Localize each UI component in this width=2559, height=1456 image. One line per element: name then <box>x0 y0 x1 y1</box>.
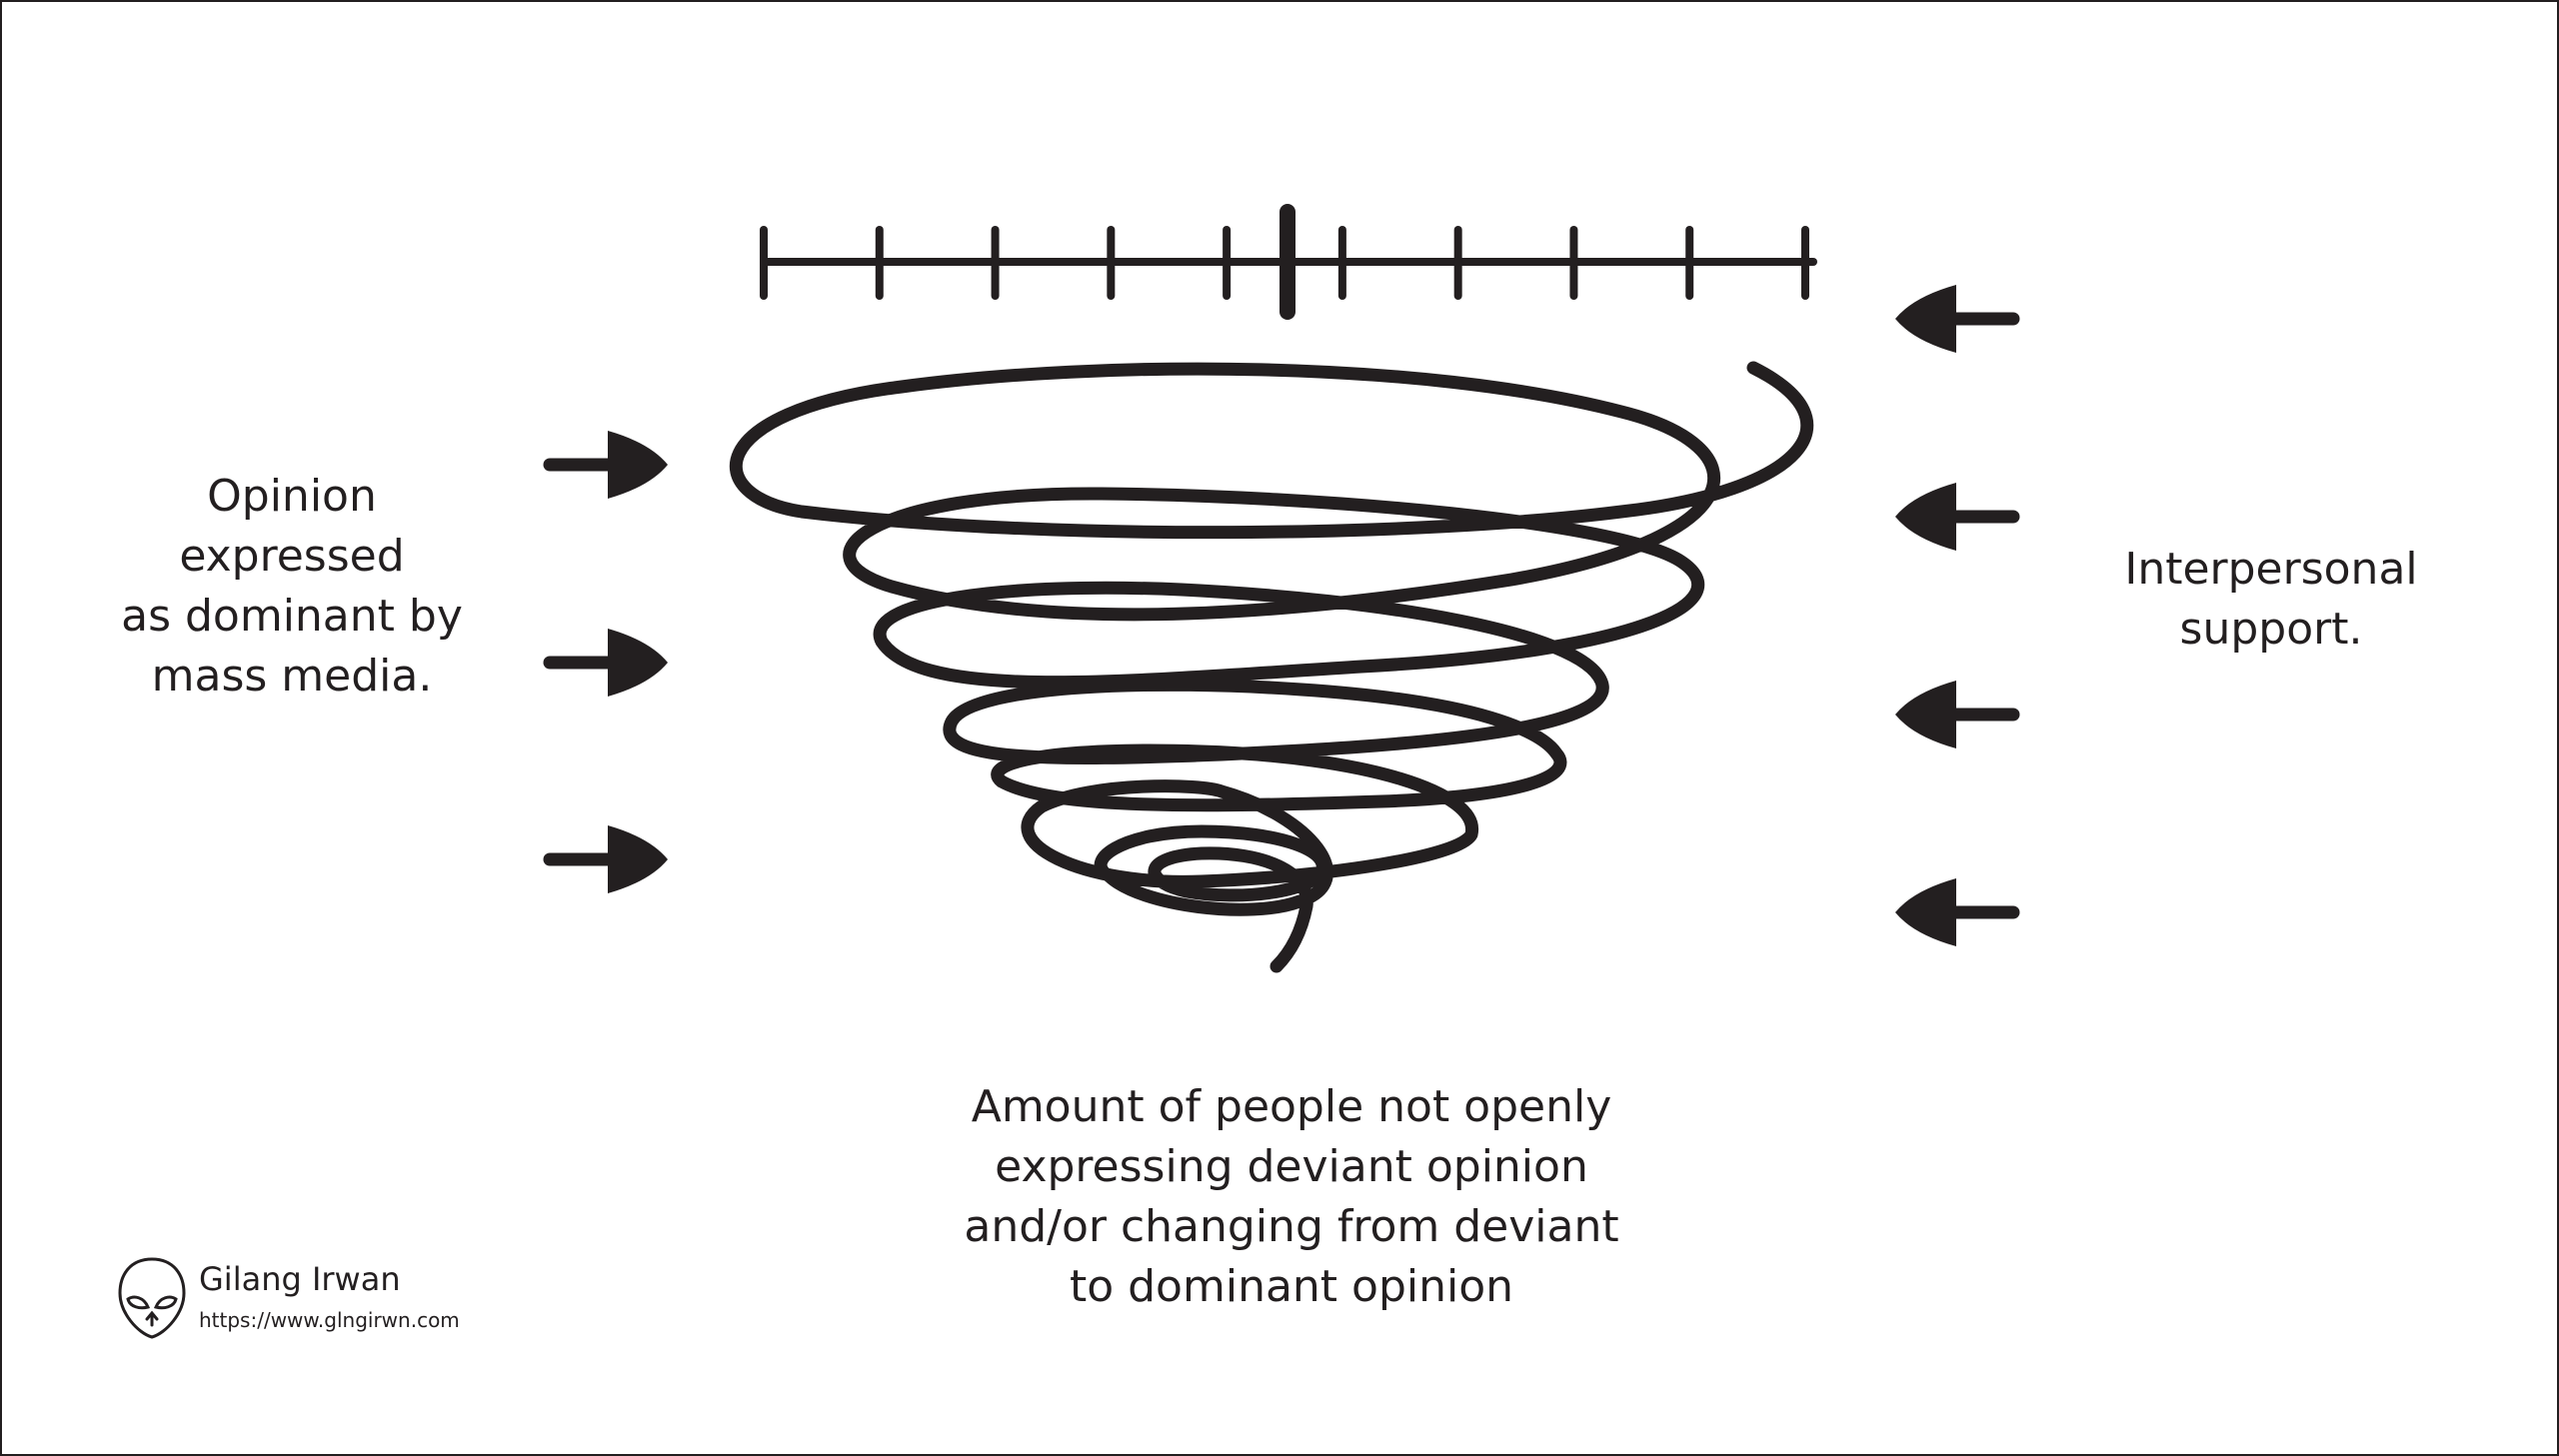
interpersonal-support-arrows <box>1895 285 2020 946</box>
left-arrow-icon <box>1895 878 2020 946</box>
author-name: Gilang Irwan <box>199 1260 401 1298</box>
author-website-link[interactable]: https://www.glngirwn.com <box>199 1308 460 1332</box>
silence-amount-label-line: and/or changing from deviant <box>964 1201 1619 1252</box>
mass-media-arrows <box>543 431 668 893</box>
silence-amount-label-line: to dominant opinion <box>1069 1261 1514 1312</box>
silence-amount-label-line: Amount of people not openly <box>971 1081 1612 1132</box>
left-arrow-icon <box>1895 483 2020 551</box>
left-arrow-icon <box>1895 681 2020 748</box>
left-arrow-icon <box>1895 285 2020 353</box>
mass-media-label-line: mass media. <box>151 651 433 702</box>
silence-amount-label-line: expressing deviant opinion <box>995 1141 1588 1192</box>
mass-media-label: Opinion expressed as dominant by mass me… <box>102 467 482 707</box>
mass-media-label-line: Opinion <box>207 471 377 522</box>
mass-media-label-line: as dominant by <box>121 591 463 642</box>
right-arrow-icon <box>543 431 668 499</box>
spiral-icon <box>729 361 1814 973</box>
opinion-scale <box>760 204 1817 320</box>
interpersonal-support-label: Interpersonal support. <box>2091 540 2451 660</box>
right-arrow-icon <box>543 825 668 893</box>
mass-media-label-line: expressed <box>179 531 405 582</box>
right-arrow-icon <box>543 629 668 697</box>
scale-ticks <box>760 226 1809 300</box>
silence-amount-label: Amount of people not openly expressing d… <box>882 1077 1701 1317</box>
interpersonal-support-label-line: Interpersonal <box>2124 544 2418 595</box>
alien-head-icon <box>118 1257 186 1339</box>
interpersonal-support-label-line: support. <box>2179 604 2363 655</box>
